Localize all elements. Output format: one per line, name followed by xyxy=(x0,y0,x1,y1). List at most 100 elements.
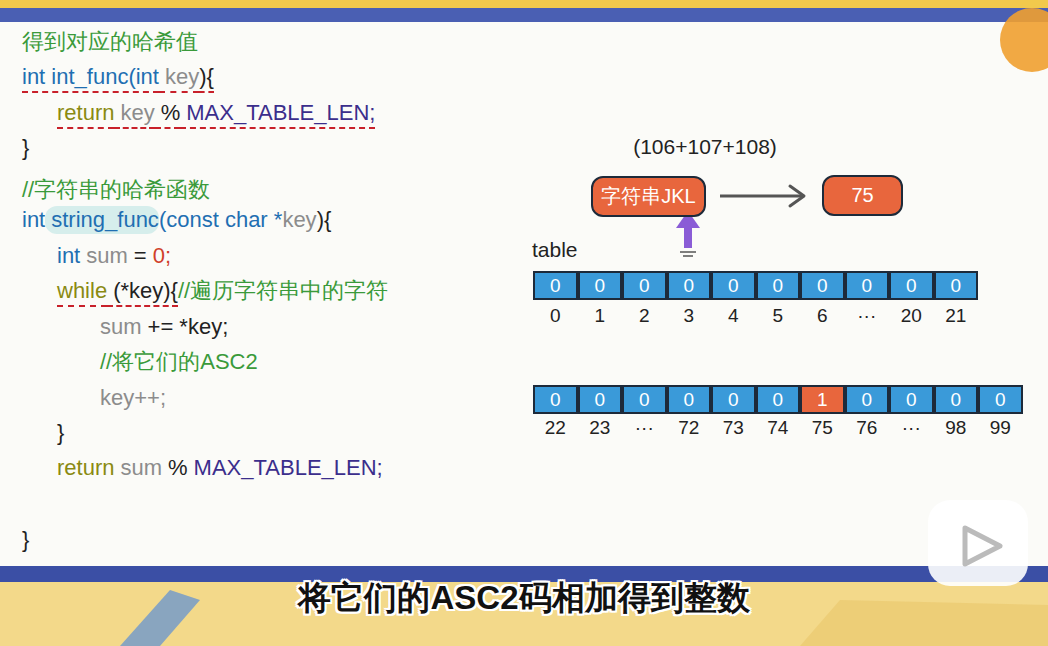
node-text: 1 xyxy=(817,389,828,411)
node-text: 0 xyxy=(550,389,561,411)
hash-value-box: 75 xyxy=(822,175,903,216)
index-number: 21 xyxy=(945,305,966,327)
index-number: 76 xyxy=(856,417,877,439)
code-token: //字符串的哈希函数 xyxy=(22,176,210,204)
table-cell: 0 xyxy=(622,271,667,300)
string-key-box: 字符串JKL xyxy=(591,176,706,217)
index-number: 0 xyxy=(550,305,561,327)
index-number: 73 xyxy=(723,417,744,439)
code-line: int int_func(intkey){ xyxy=(22,63,214,93)
index-number: 2 xyxy=(639,305,650,327)
pointer-base xyxy=(683,255,693,257)
table-cell: 0 xyxy=(578,385,623,414)
code-line: 得到对应的哈希值 xyxy=(22,28,198,56)
table-cell: 0 xyxy=(934,385,979,414)
code-token: int xyxy=(22,206,45,234)
node-text: 0 xyxy=(861,389,872,411)
code-line: sum+= *key; xyxy=(100,313,228,341)
index-number: 4 xyxy=(728,305,739,327)
index-number: 20 xyxy=(901,305,922,327)
node-text: 0 xyxy=(728,389,739,411)
code-token: key++; xyxy=(100,384,166,412)
table-cell: 0 xyxy=(934,271,979,300)
code-token: //将它们的ASC2 xyxy=(100,348,258,376)
table-cell: 0 xyxy=(578,271,623,300)
table-cell: 0 xyxy=(800,271,845,300)
table-cell: 0 xyxy=(533,385,578,414)
code-token: % xyxy=(155,99,181,129)
table-cell: 1 xyxy=(800,385,845,414)
code-token: ){ xyxy=(199,63,214,93)
pointer-arrow xyxy=(684,226,692,248)
table-cell: 0 xyxy=(889,385,934,414)
code-token: //遍历字符串中的字符 xyxy=(178,277,388,305)
arrow-connector xyxy=(720,186,804,206)
code-line: //字符串的哈希函数 xyxy=(22,176,210,204)
code-token: int int_func(int xyxy=(22,63,159,93)
pointer-base xyxy=(680,251,696,253)
top-band xyxy=(0,0,1048,8)
top-band xyxy=(0,8,1048,22)
table-cell: 0 xyxy=(756,385,801,414)
node-text: 0 xyxy=(772,275,783,297)
code-token: key xyxy=(159,63,199,93)
logo xyxy=(1000,8,1048,72)
code-line: } xyxy=(22,526,29,554)
table-cell: 0 xyxy=(845,385,890,414)
code-line: returnkey%MAX_TABLE_LEN; xyxy=(57,99,375,129)
index-number: 75 xyxy=(812,417,833,439)
code-token: sum xyxy=(80,242,128,270)
code-token: 0; xyxy=(147,242,171,270)
code-token: } xyxy=(57,419,64,447)
node-text: 0 xyxy=(728,275,739,297)
node-text: 0 xyxy=(906,389,917,411)
node-text: 0 xyxy=(639,389,650,411)
code-line: intsum=0; xyxy=(57,242,171,270)
node-text: 0 xyxy=(639,275,650,297)
code-token: = xyxy=(128,242,147,270)
code-token: int xyxy=(57,242,80,270)
index-number: 5 xyxy=(772,305,783,327)
index-number: 23 xyxy=(589,417,610,439)
code-token: } xyxy=(22,134,29,162)
index-number: 1 xyxy=(594,305,605,327)
code-token: sum xyxy=(114,454,162,482)
subtitle: 将它们的ASC2码相加得到整数 xyxy=(298,576,749,621)
table-cell: 0 xyxy=(711,385,756,414)
play-icon xyxy=(965,528,1000,564)
table-cell: 0 xyxy=(711,271,756,300)
code-token: while xyxy=(57,277,107,307)
index-number: 6 xyxy=(817,305,828,327)
table-cell: 0 xyxy=(978,385,1023,414)
node-text: 0 xyxy=(772,389,783,411)
index-number: 99 xyxy=(990,417,1011,439)
code-token: return xyxy=(57,454,114,482)
play-icon xyxy=(928,500,1028,586)
node-text: 0 xyxy=(995,389,1006,411)
code-token: string_func xyxy=(45,206,159,234)
node-text: 0 xyxy=(817,275,828,297)
code-line: returnsum%MAX_TABLE_LEN; xyxy=(57,454,383,482)
code-token: 得到对应的哈希值 xyxy=(22,28,198,56)
index-number: 3 xyxy=(683,305,694,327)
node-text: 0 xyxy=(950,389,961,411)
node-text: 0 xyxy=(906,275,917,297)
code-token: } xyxy=(22,526,29,554)
node-text: 0 xyxy=(683,275,694,297)
code-token: (*key){ xyxy=(107,277,178,307)
node-text: 0 xyxy=(861,275,872,297)
code-line: while(*key){//遍历字符串中的字符 xyxy=(57,277,388,307)
node-text: 0 xyxy=(594,389,605,411)
node-text: 0 xyxy=(683,389,694,411)
code-token: MAX_TABLE_LEN; xyxy=(188,454,383,482)
code-line: } xyxy=(22,134,29,162)
table-cell: 0 xyxy=(622,385,667,414)
code-line: intstring_func(const char *key){ xyxy=(22,206,331,234)
node-text: 0 xyxy=(550,275,561,297)
table-cell: 0 xyxy=(533,271,578,300)
code-line: key++; xyxy=(100,384,166,412)
index-number: ··· xyxy=(857,305,876,327)
table-cell: 0 xyxy=(667,271,712,300)
node-text: 字符串JKL xyxy=(601,183,695,210)
